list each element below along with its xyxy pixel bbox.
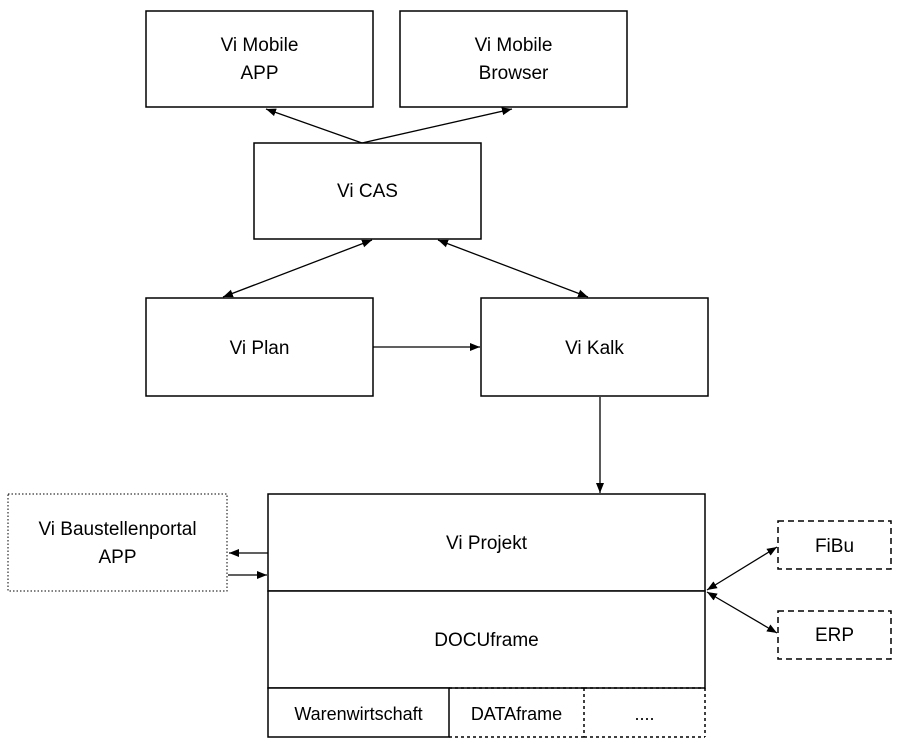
node-vi-cas: Vi CAS bbox=[253, 142, 482, 240]
node-label: Vi Plan bbox=[230, 338, 290, 359]
node-vi-baustellenportal: Vi Baustellenportal APP bbox=[7, 493, 228, 592]
edge-cas-kalk bbox=[437, 239, 589, 298]
node-more: .... bbox=[584, 687, 706, 738]
node-label: Vi Mobile bbox=[221, 35, 299, 56]
svg-text:Warenwirtschaft: Warenwirtschaft bbox=[294, 704, 422, 724]
svg-text:Vi Projekt: Vi Projekt bbox=[446, 533, 528, 554]
svg-text:Vi Mobile: Vi Mobile bbox=[475, 35, 553, 56]
node-label: Warenwirtschaft bbox=[294, 704, 422, 724]
edge-cas-plan bbox=[222, 239, 373, 298]
svg-text:DATAframe: DATAframe bbox=[471, 704, 562, 724]
node-label: Vi Baustellenportal bbox=[38, 519, 196, 540]
node-warenwirtschaft: Warenwirtschaft bbox=[267, 687, 450, 738]
edge-projekt-erp bbox=[706, 591, 778, 634]
svg-text:DOCUframe: DOCUframe bbox=[434, 630, 539, 651]
edge-projekt-fibu bbox=[706, 546, 778, 591]
svg-text:Vi CAS: Vi CAS bbox=[337, 181, 398, 202]
svg-text:....: .... bbox=[634, 704, 654, 724]
svg-text:Vi Plan: Vi Plan bbox=[230, 338, 290, 359]
node-vi-projekt: Vi Projekt bbox=[267, 493, 706, 592]
node-vi-kalk: Vi Kalk bbox=[480, 297, 709, 397]
node-label: APP bbox=[98, 547, 136, 568]
node-label: Vi Projekt bbox=[446, 533, 528, 554]
node-label: DATAframe bbox=[471, 704, 562, 724]
svg-text:Browser: Browser bbox=[479, 63, 549, 84]
node-dataframe: DATAframe bbox=[449, 687, 585, 738]
node-label: FiBu bbox=[815, 536, 854, 557]
node-vi-mobile-browser: Vi Mobile Browser bbox=[399, 10, 628, 108]
svg-text:ERP: ERP bbox=[815, 625, 854, 646]
svg-text:APP: APP bbox=[98, 547, 136, 568]
node-vi-plan: Vi Plan bbox=[145, 297, 374, 397]
node-fibu: FiBu bbox=[777, 520, 892, 570]
node-label: DOCUframe bbox=[434, 630, 539, 651]
node-label: APP bbox=[240, 63, 278, 84]
node-label: ERP bbox=[815, 625, 854, 646]
svg-text:Vi Kalk: Vi Kalk bbox=[565, 338, 624, 359]
node-docuframe: DOCUframe bbox=[267, 590, 706, 689]
node-label: Vi Mobile bbox=[475, 35, 553, 56]
svg-text:Vi Baustellenportal: Vi Baustellenportal bbox=[38, 519, 196, 540]
node-label: .... bbox=[634, 704, 654, 724]
node-vi-mobile-app: Vi Mobile APP bbox=[145, 10, 374, 108]
svg-text:Vi Mobile: Vi Mobile bbox=[221, 35, 299, 56]
node-label: Vi Kalk bbox=[565, 338, 624, 359]
edge-cas-to-mobile-app bbox=[265, 108, 363, 144]
svg-text:APP: APP bbox=[240, 63, 278, 84]
node-label: Browser bbox=[479, 63, 549, 84]
edge-cas-to-mobile-browser bbox=[361, 107, 513, 144]
node-erp: ERP bbox=[777, 610, 892, 660]
node-label: Vi CAS bbox=[337, 181, 398, 202]
svg-text:FiBu: FiBu bbox=[815, 536, 854, 557]
